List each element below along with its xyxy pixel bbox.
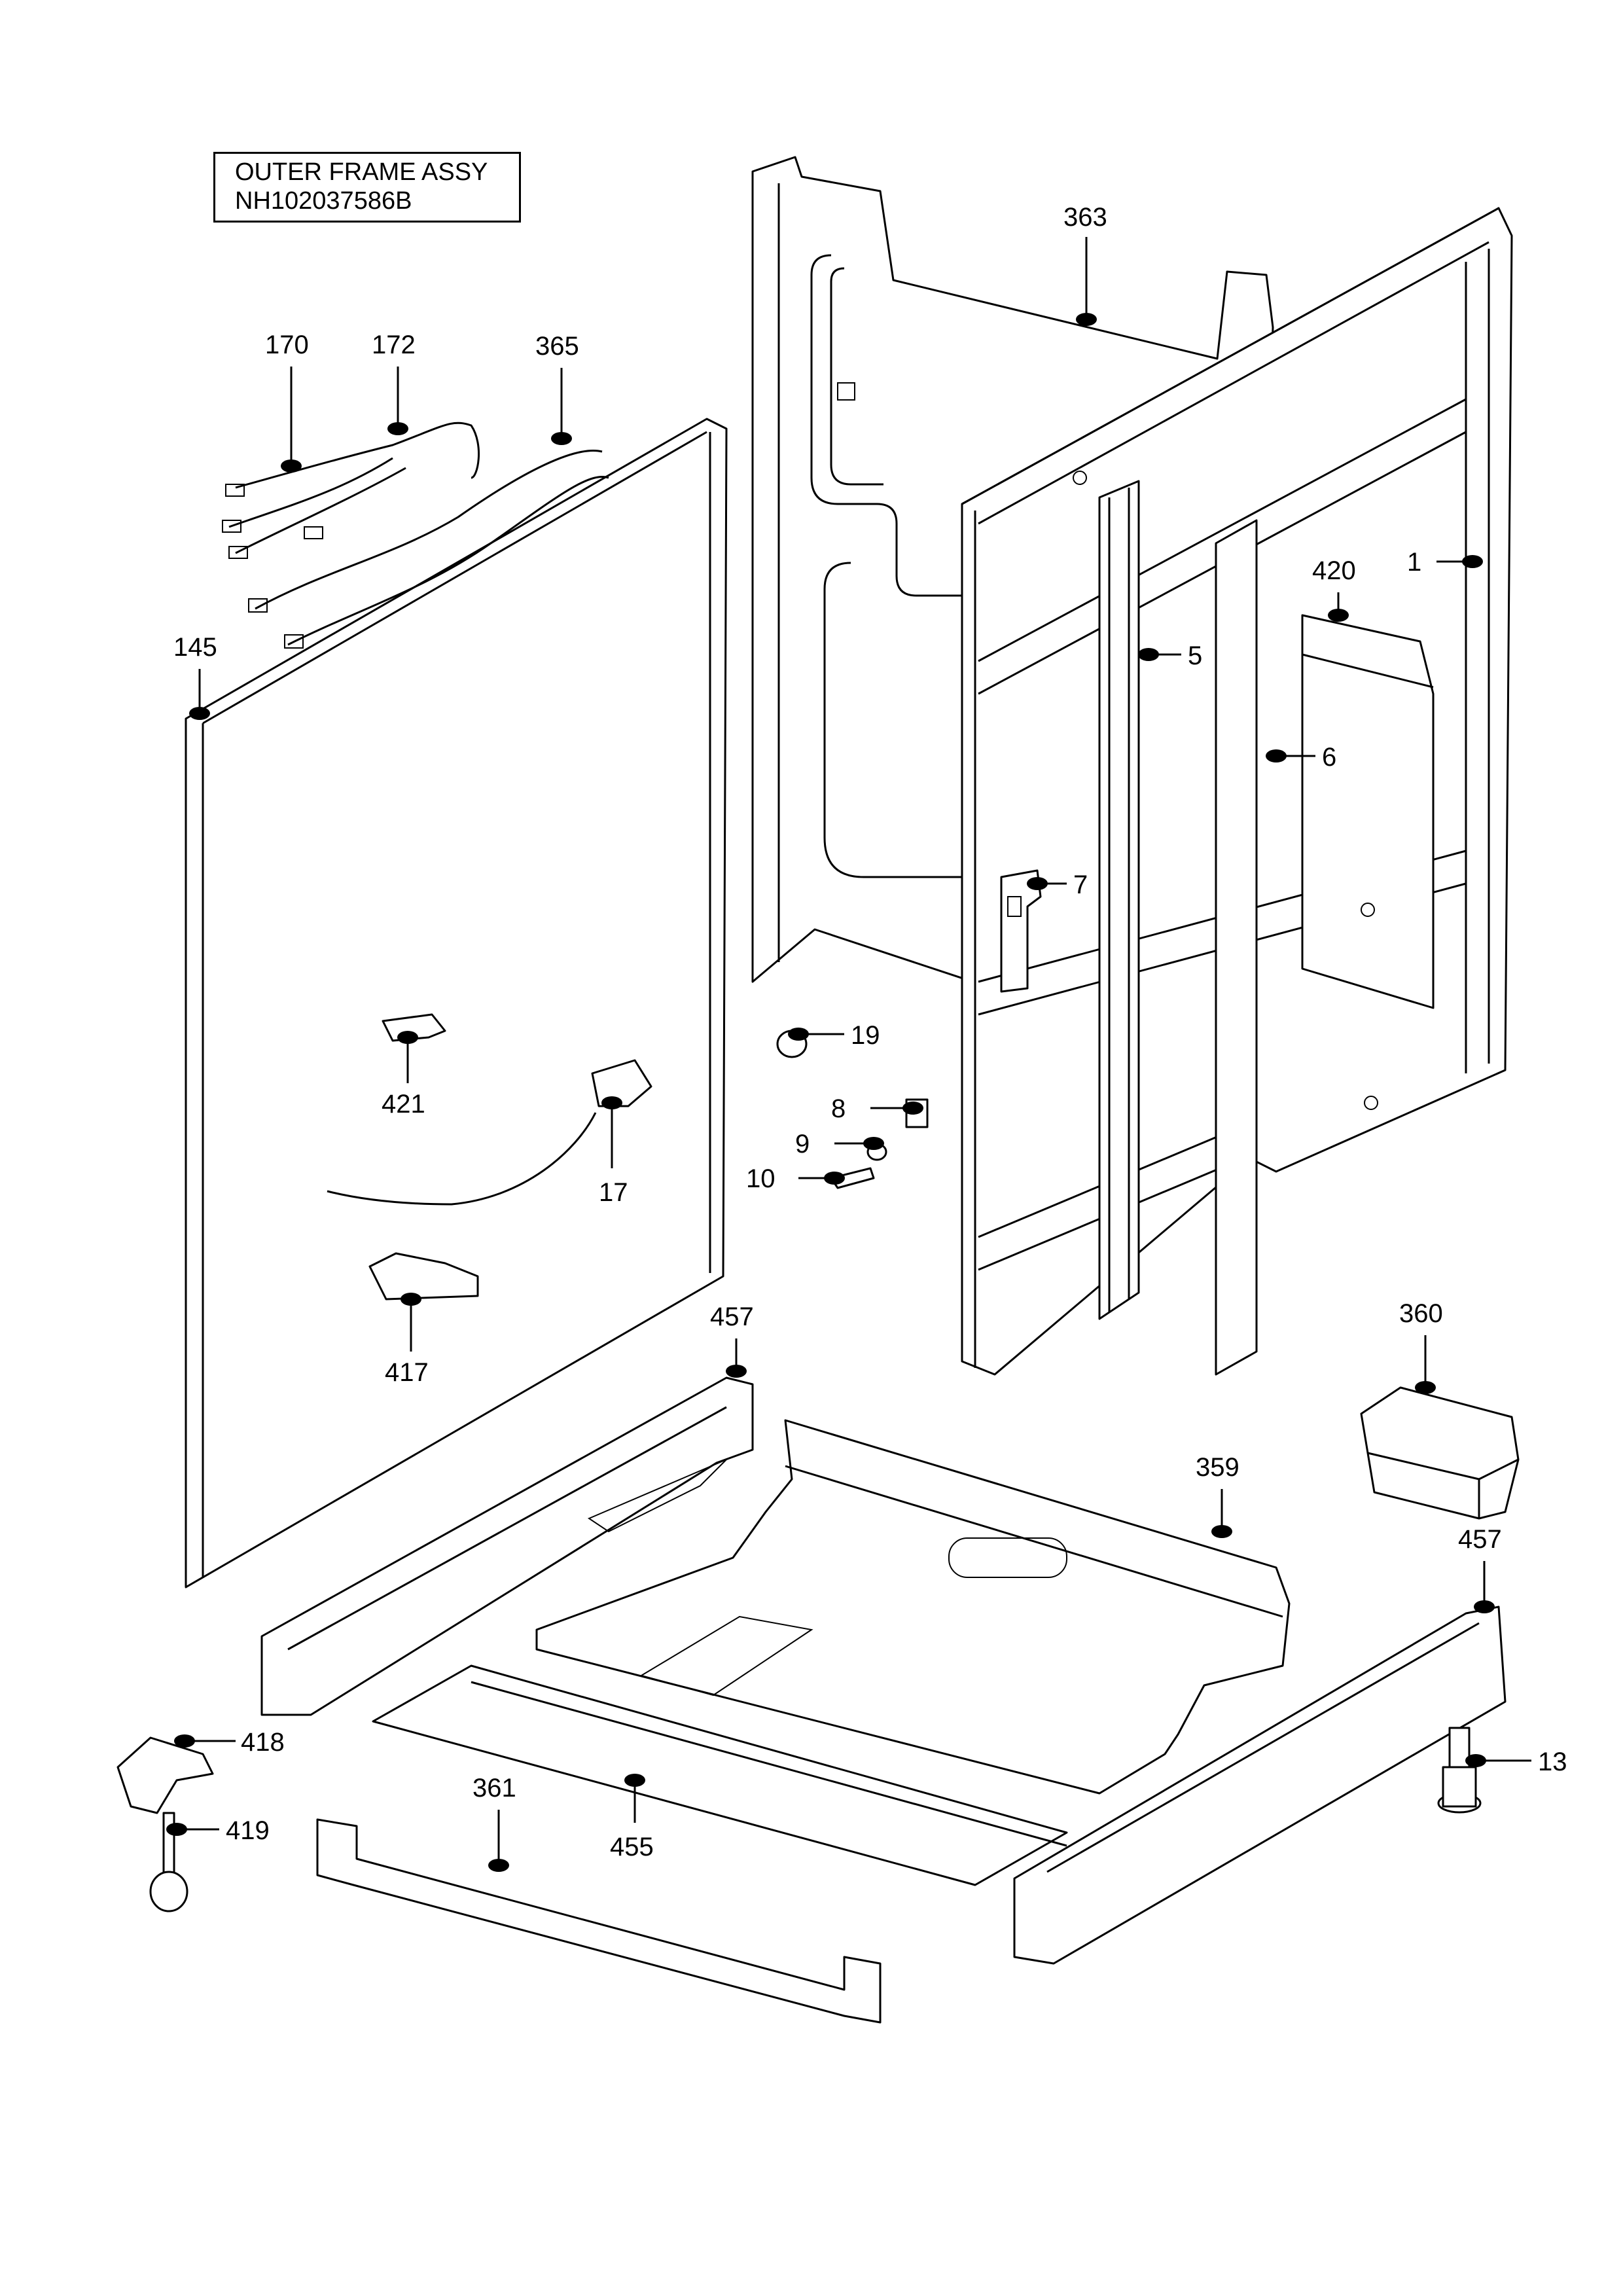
wiring-harness-part (222, 422, 609, 649)
callout-label-7: 7 (1073, 870, 1088, 899)
callout-363: 363 (1063, 203, 1107, 326)
callout-label-8: 8 (831, 1094, 846, 1123)
right-base-rail-part (1013, 1605, 1507, 1965)
callout-361: 361 (473, 1774, 516, 1872)
callout-7: 7 (1027, 870, 1088, 899)
callout-457-top: 457 (710, 1302, 754, 1378)
callout-label-457-right: 457 (1458, 1525, 1502, 1554)
callout-420: 420 (1312, 556, 1356, 622)
callout-label-359: 359 (1196, 1453, 1240, 1482)
callout-label-6: 6 (1322, 743, 1336, 772)
callout-457-right: 457 (1458, 1525, 1502, 1613)
left-base-rail-part (260, 1376, 754, 1716)
callout-label-455: 455 (610, 1833, 654, 1861)
callout-6: 6 (1266, 743, 1336, 772)
vertical-strip-6-part (1215, 519, 1258, 1376)
callout-label-363: 363 (1063, 203, 1107, 232)
callout-359: 359 (1196, 1453, 1240, 1538)
box-360-part (1360, 1386, 1520, 1520)
callout-5: 5 (1138, 641, 1202, 670)
callout-13: 13 (1465, 1748, 1567, 1776)
bottom-tray-359-part (535, 1419, 1291, 1795)
callout-170: 170 (265, 331, 309, 473)
cord-17-part (327, 1059, 652, 1206)
toe-rail-361-part (316, 1818, 882, 2024)
callout-label-145: 145 (173, 633, 217, 662)
caster-419-part (149, 1812, 188, 1912)
title-line-2: NH102037586B (235, 187, 412, 215)
callout-1: 1 (1407, 548, 1483, 577)
callout-label-1: 1 (1407, 548, 1421, 577)
screw-10-part (830, 1167, 875, 1189)
title-line-1: OUTER FRAME ASSY (235, 158, 488, 186)
callout-label-19: 19 (851, 1021, 880, 1050)
callout-label-170: 170 (265, 331, 309, 359)
leveling-foot-13-part (1437, 1727, 1482, 1814)
title-box: OUTER FRAME ASSY NH102037586B (213, 152, 521, 223)
callout-label-10: 10 (746, 1164, 776, 1193)
front-panel-455-part (372, 1664, 1068, 1886)
callout-421: 421 (382, 1031, 425, 1119)
connector-417-part (368, 1252, 479, 1300)
callout-417: 417 (385, 1293, 429, 1387)
callout-label-9: 9 (795, 1130, 810, 1158)
callout-label-418: 418 (241, 1728, 285, 1757)
vertical-strip-5-part (1098, 480, 1140, 1320)
callout-label-361: 361 (473, 1774, 516, 1803)
callout-label-419: 419 (226, 1816, 270, 1845)
callout-8: 8 (831, 1094, 923, 1123)
callout-17: 17 (599, 1096, 628, 1207)
callout-label-172: 172 (372, 331, 416, 359)
callout-label-420: 420 (1312, 556, 1356, 585)
callout-label-421: 421 (382, 1090, 425, 1119)
callout-9: 9 (795, 1130, 884, 1158)
callout-label-360: 360 (1399, 1299, 1443, 1328)
callout-145: 145 (173, 633, 217, 720)
callout-19: 19 (788, 1021, 880, 1050)
caster-bracket-418-part (116, 1736, 214, 1814)
callout-455: 455 (610, 1774, 654, 1861)
callout-172: 172 (372, 331, 416, 435)
callout-360: 360 (1399, 1299, 1443, 1394)
callout-label-417: 417 (385, 1358, 429, 1387)
side-panel-part (185, 418, 728, 1588)
callout-label-365: 365 (535, 332, 579, 361)
callout-365: 365 (535, 332, 579, 445)
latch-421-part (382, 1013, 446, 1042)
callout-label-13: 13 (1538, 1748, 1567, 1776)
callout-10: 10 (746, 1164, 845, 1193)
callout-418: 418 (174, 1728, 285, 1757)
bracket-7-part (1000, 869, 1042, 993)
callout-label-17: 17 (599, 1178, 628, 1207)
callout-419: 419 (166, 1816, 270, 1845)
callout-label-457-top: 457 (710, 1302, 754, 1331)
callout-label-5: 5 (1188, 641, 1202, 670)
